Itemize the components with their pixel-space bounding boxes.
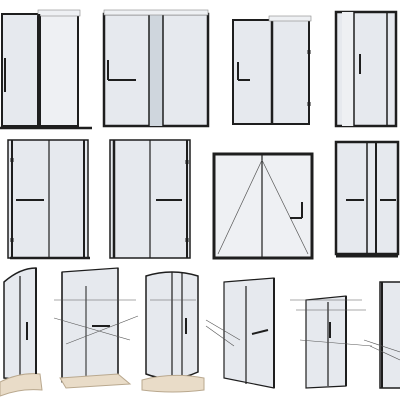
door-handle-icon bbox=[251, 329, 269, 335]
glass-panel bbox=[379, 281, 400, 389]
hinge-icon bbox=[185, 238, 189, 242]
top-rail bbox=[37, 9, 81, 17]
angled-enclosure-perspective bbox=[205, 277, 275, 389]
glass-panel bbox=[39, 13, 79, 127]
door-swing-line bbox=[261, 159, 309, 255]
hinge-icon bbox=[307, 50, 311, 54]
outline-line bbox=[53, 317, 131, 341]
double-sliding-door-center-handles bbox=[334, 140, 400, 258]
glass-panel bbox=[342, 12, 354, 126]
glass-panel bbox=[1, 13, 39, 127]
framed-hinged-door-with-swing-lines bbox=[212, 152, 314, 260]
outline-line bbox=[205, 319, 241, 341]
outline-line bbox=[369, 345, 400, 361]
hinged-door-pair bbox=[109, 139, 191, 259]
top-rail bbox=[103, 9, 209, 16]
base-tray bbox=[59, 373, 132, 389]
diamond-enclosure-perspective bbox=[53, 267, 139, 389]
outline-line bbox=[65, 315, 139, 345]
base-tray bbox=[0, 373, 43, 397]
curved-enclosure-with-base-tray bbox=[0, 267, 43, 397]
sliding-door-two-panel-narrow bbox=[232, 15, 312, 125]
hinge-icon bbox=[185, 160, 189, 164]
glass-panel bbox=[223, 277, 275, 389]
tinted-panel bbox=[149, 14, 163, 126]
door-swing-line bbox=[217, 159, 263, 255]
hinged-corner-enclosure-with-top-bar bbox=[0, 126, 92, 260]
sliding-door-two-panel-black-frame bbox=[1, 9, 81, 127]
pentagon-enclosure-perspective bbox=[290, 295, 373, 389]
glass-panel bbox=[212, 152, 314, 260]
top-rail bbox=[268, 15, 312, 22]
outline-line bbox=[205, 325, 235, 347]
outline-line bbox=[299, 339, 373, 347]
sliding-door-tinted-center-panel bbox=[102, 9, 210, 128]
base-tray bbox=[141, 374, 205, 393]
corner-enclosure-partial bbox=[363, 281, 400, 389]
hinge-icon bbox=[10, 238, 14, 242]
hinge-icon bbox=[307, 102, 311, 106]
quadrant-enclosure-with-tray bbox=[141, 271, 205, 393]
outline-line bbox=[363, 339, 400, 353]
hinge-icon bbox=[10, 158, 14, 162]
sliding-door-three-panel bbox=[334, 10, 398, 128]
